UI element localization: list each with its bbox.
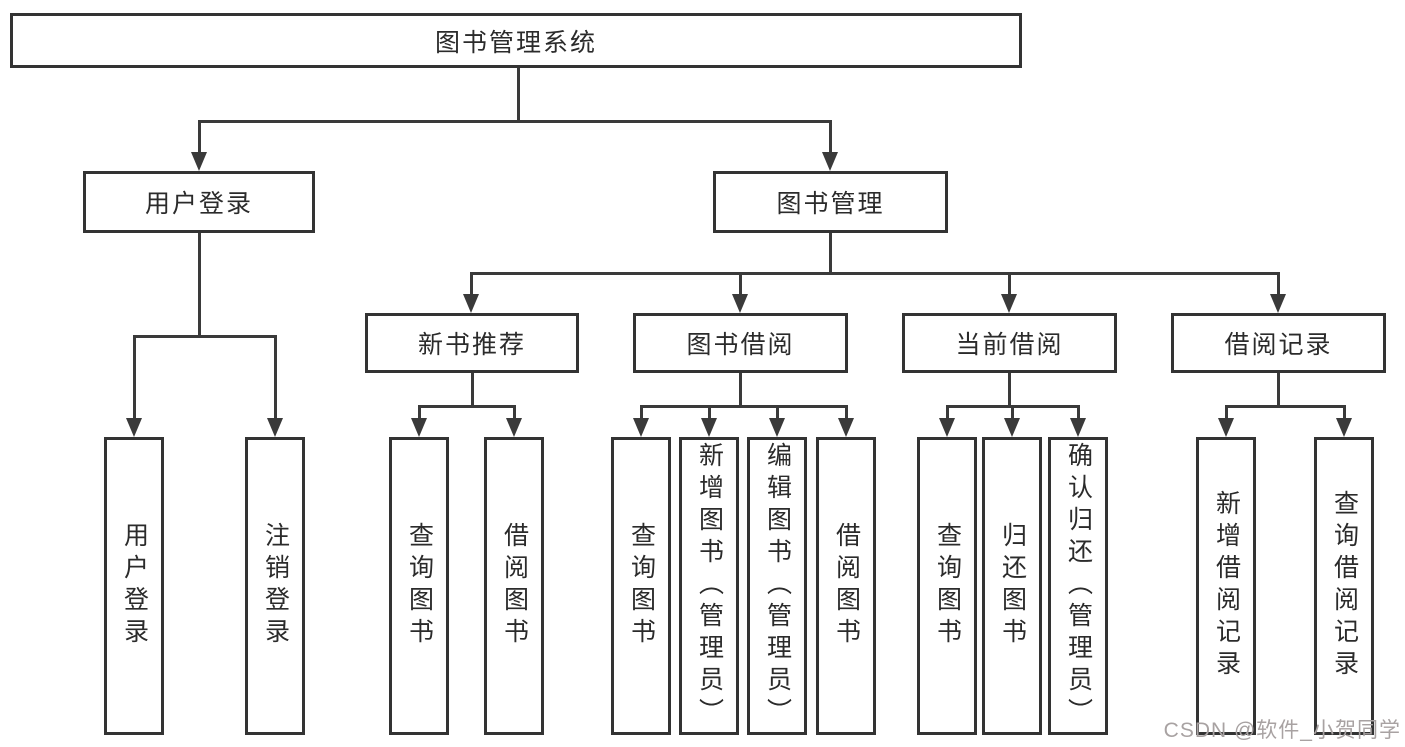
arrow-down-icon bbox=[701, 418, 717, 437]
leaf-add-book-admin: 新增图书（管理员） bbox=[679, 437, 739, 735]
connector-line bbox=[470, 272, 1280, 275]
arrow-down-icon bbox=[822, 152, 838, 171]
connector-line bbox=[1343, 405, 1346, 421]
connector-line bbox=[946, 405, 949, 421]
arrow-down-icon bbox=[1336, 418, 1352, 437]
leaf-edit-book-admin: 编辑图书（管理员） bbox=[747, 437, 807, 735]
connector-line bbox=[1277, 272, 1280, 296]
connector-line bbox=[274, 335, 277, 421]
leaf-borrow-books-recommend: 借阅图书 bbox=[484, 437, 544, 735]
leaf-return-book: 归还图书 bbox=[982, 437, 1042, 735]
arrow-down-icon bbox=[769, 418, 785, 437]
arrow-down-icon bbox=[1270, 294, 1286, 313]
connector-line bbox=[517, 68, 520, 121]
connector-line bbox=[471, 373, 474, 407]
arrow-down-icon bbox=[506, 418, 522, 437]
leaf-borrow-books-borrowing: 借阅图书 bbox=[816, 437, 876, 735]
node-library-management-system: 图书管理系统 bbox=[10, 13, 1022, 68]
connector-line bbox=[198, 120, 201, 154]
node-current-borrowing: 当前借阅 bbox=[902, 313, 1117, 373]
node-new-book-recommendation: 新书推荐 bbox=[365, 313, 579, 373]
arrow-down-icon bbox=[267, 418, 283, 437]
leaf-query-borrow-record: 查询借阅记录 bbox=[1314, 437, 1374, 735]
arrow-down-icon bbox=[732, 294, 748, 313]
arrow-down-icon bbox=[1001, 294, 1017, 313]
arrow-down-icon bbox=[1004, 418, 1020, 437]
connector-line bbox=[1077, 405, 1080, 421]
connector-line bbox=[198, 120, 832, 123]
leaf-query-books-borrowing: 查询图书 bbox=[611, 437, 671, 735]
connector-line bbox=[739, 373, 742, 407]
connector-line bbox=[708, 405, 711, 421]
connector-line bbox=[845, 405, 848, 421]
leaf-query-books-current: 查询图书 bbox=[917, 437, 977, 735]
connector-line bbox=[829, 120, 832, 154]
leaf-query-books-recommend: 查询图书 bbox=[389, 437, 449, 735]
connector-line bbox=[640, 405, 643, 421]
connector-line bbox=[133, 335, 277, 338]
arrow-down-icon bbox=[939, 418, 955, 437]
connector-line bbox=[776, 405, 779, 421]
arrow-down-icon bbox=[463, 294, 479, 313]
connector-line bbox=[1008, 373, 1011, 407]
connector-line bbox=[1011, 405, 1014, 421]
connector-line bbox=[418, 405, 516, 408]
leaf-add-borrow-record: 新增借阅记录 bbox=[1196, 437, 1256, 735]
arrow-down-icon bbox=[1070, 418, 1086, 437]
node-book-management: 图书管理 bbox=[713, 171, 948, 233]
arrow-down-icon bbox=[838, 418, 854, 437]
watermark: CSDN @软件_小贺同学 bbox=[1163, 719, 1401, 742]
arrow-down-icon bbox=[1218, 418, 1234, 437]
arrow-down-icon bbox=[191, 152, 207, 171]
arrow-down-icon bbox=[126, 418, 142, 437]
leaf-user-login: 用户登录 bbox=[104, 437, 164, 735]
connector-line bbox=[739, 272, 742, 296]
connector-line bbox=[640, 405, 847, 408]
connector-line bbox=[198, 233, 201, 336]
connector-line bbox=[829, 233, 832, 274]
leaf-logout: 注销登录 bbox=[245, 437, 305, 735]
connector-line bbox=[1225, 405, 1345, 408]
arrow-down-icon bbox=[633, 418, 649, 437]
node-borrowing-records: 借阅记录 bbox=[1171, 313, 1386, 373]
connector-line bbox=[418, 405, 421, 421]
connector-line bbox=[1225, 405, 1228, 421]
connector-line bbox=[1277, 373, 1280, 407]
connector-line bbox=[470, 272, 473, 296]
node-book-borrowing: 图书借阅 bbox=[633, 313, 848, 373]
leaf-confirm-return-admin: 确认归还（管理员） bbox=[1048, 437, 1108, 735]
connector-line bbox=[513, 405, 516, 421]
connector-line bbox=[133, 335, 136, 421]
arrow-down-icon bbox=[411, 418, 427, 437]
node-user-login: 用户登录 bbox=[83, 171, 315, 233]
connector-line bbox=[1008, 272, 1011, 296]
